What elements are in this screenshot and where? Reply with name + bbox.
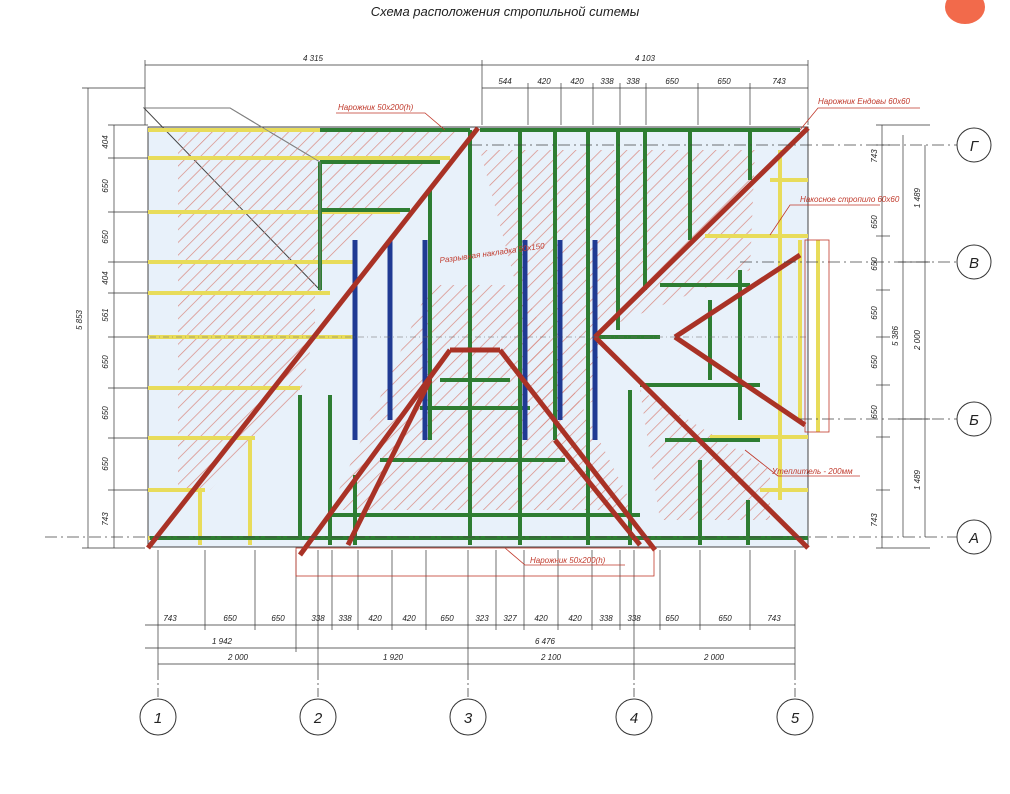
dim-left-seg: 743	[101, 512, 110, 526]
dim-left-seg: 650	[101, 457, 110, 471]
dim-bottom-seg: 650	[440, 614, 454, 623]
dim-top-seg: 338	[626, 77, 640, 86]
roof-edge-line	[144, 107, 321, 290]
dim-bottom-seg: 338	[599, 614, 613, 623]
dim-right-sub-top: 1 489	[913, 187, 922, 208]
annotation-valley-board: Нарожник Ендовы 60х60	[818, 97, 911, 106]
dim-right-seg: 743	[870, 513, 879, 527]
yellow-joists-right	[705, 178, 808, 492]
row-axis-v: В	[969, 255, 979, 272]
dim-bottom-seg: 327	[503, 614, 517, 623]
green-beams	[150, 128, 808, 545]
dim-left-seg: 650	[101, 179, 110, 193]
dim-right-seg: 650	[870, 405, 879, 419]
dim-left-seg: 650	[101, 406, 110, 420]
column-axis-2: 2	[313, 710, 323, 727]
column-axis-3: 3	[464, 710, 473, 727]
dim-bottom-row2: 6 476	[535, 637, 556, 646]
dim-top-seg: 420	[537, 77, 551, 86]
dim-bottom-row3: 1 920	[383, 653, 404, 662]
dim-top-seg: 650	[717, 77, 731, 86]
dim-bottom-seg: 420	[402, 614, 416, 623]
annotation-bottom-board: Нарожник 50х200(h)	[530, 556, 606, 565]
column-axis-5: 5	[791, 710, 800, 727]
row-axis-a: А	[968, 530, 979, 547]
dim-bottom-seg: 420	[368, 614, 382, 623]
dim-right-sub-mid: 2 000	[913, 329, 922, 351]
hip-rafters	[146, 126, 810, 557]
dim-bottom-seg: 338	[338, 614, 352, 623]
annotation-top-board: Нарожник 50х200(h)	[338, 103, 414, 112]
dim-left-seg: 404	[101, 135, 110, 149]
dim-bottom-seg: 338	[627, 614, 641, 623]
dim-bottom-row3: 2 100	[540, 653, 562, 662]
dim-top-overall-left: 4 315	[303, 54, 324, 63]
row-axis-b: Б	[969, 412, 979, 429]
dim-left-seg: 561	[101, 308, 110, 321]
dim-right-seg: 650	[870, 355, 879, 369]
dim-bottom-seg: 323	[475, 614, 489, 623]
dim-bottom-row3: 2 000	[703, 653, 725, 662]
dim-bottom-seg: 743	[767, 614, 781, 623]
dim-bottom-seg: 650	[665, 614, 679, 623]
dim-right-seg: 743	[870, 149, 879, 163]
row-axis-bubbles	[956, 127, 992, 555]
jack-rafter-callout	[804, 239, 830, 433]
dim-bottom-seg: 743	[163, 614, 177, 623]
annotation-leaders	[336, 107, 920, 566]
column-axis-bubbles	[139, 698, 814, 736]
dim-bottom-seg: 650	[271, 614, 285, 623]
dim-bottom-seg: 650	[223, 614, 237, 623]
column-axis-4: 4	[630, 710, 638, 727]
dim-left-overall: 5 853	[75, 309, 84, 330]
dim-right-overall: 5 386	[891, 325, 900, 346]
column-axis-lines	[157, 670, 796, 697]
dim-top-seg: 650	[665, 77, 679, 86]
roof-plane-right-lower	[640, 390, 770, 520]
dim-right-seg: 650	[870, 215, 879, 229]
dim-top-seg: 338	[600, 77, 614, 86]
roof-plane-left-lower	[178, 330, 315, 490]
dim-right-seg: 650	[870, 306, 879, 320]
dim-right-seg: 650	[870, 257, 879, 271]
drawing-title: Схема расположения стропильной ситемы	[370, 4, 640, 19]
dim-right-sub-bot: 1 489	[913, 469, 922, 490]
column-axis-1: 1	[154, 710, 162, 727]
dim-bottom-row2: 1 942	[212, 637, 233, 646]
yellow-posts	[198, 150, 820, 545]
dim-top-seg: 420	[570, 77, 584, 86]
bottom-board-callout	[295, 547, 655, 577]
dim-bottom-seg: 420	[534, 614, 548, 623]
dim-bottom-seg: 420	[568, 614, 582, 623]
dim-left-seg: 650	[101, 355, 110, 369]
dim-top-seg: 544	[498, 77, 512, 86]
dim-left-seg: 404	[101, 271, 110, 285]
dim-bottom-row3: 2 000	[227, 653, 249, 662]
annotation-insulation: Утеплитель - 200мм	[771, 467, 853, 476]
row-axis-g: Г	[970, 138, 980, 155]
bottom-dimension-lines	[145, 550, 796, 670]
dim-left-seg: 650	[101, 230, 110, 244]
right-dimension-lines	[876, 124, 930, 549]
dim-bottom-seg: 650	[718, 614, 732, 623]
dim-top-seg: 743	[772, 77, 786, 86]
left-dimension-lines	[82, 87, 148, 549]
roof-plane-center	[330, 285, 635, 510]
annotation-jack-rafter: Накосное стропило 60х60	[800, 195, 900, 204]
dim-top-overall-right: 4 103	[635, 54, 656, 63]
top-dimension-lines	[144, 60, 809, 125]
dim-bottom-seg: 338	[311, 614, 325, 623]
